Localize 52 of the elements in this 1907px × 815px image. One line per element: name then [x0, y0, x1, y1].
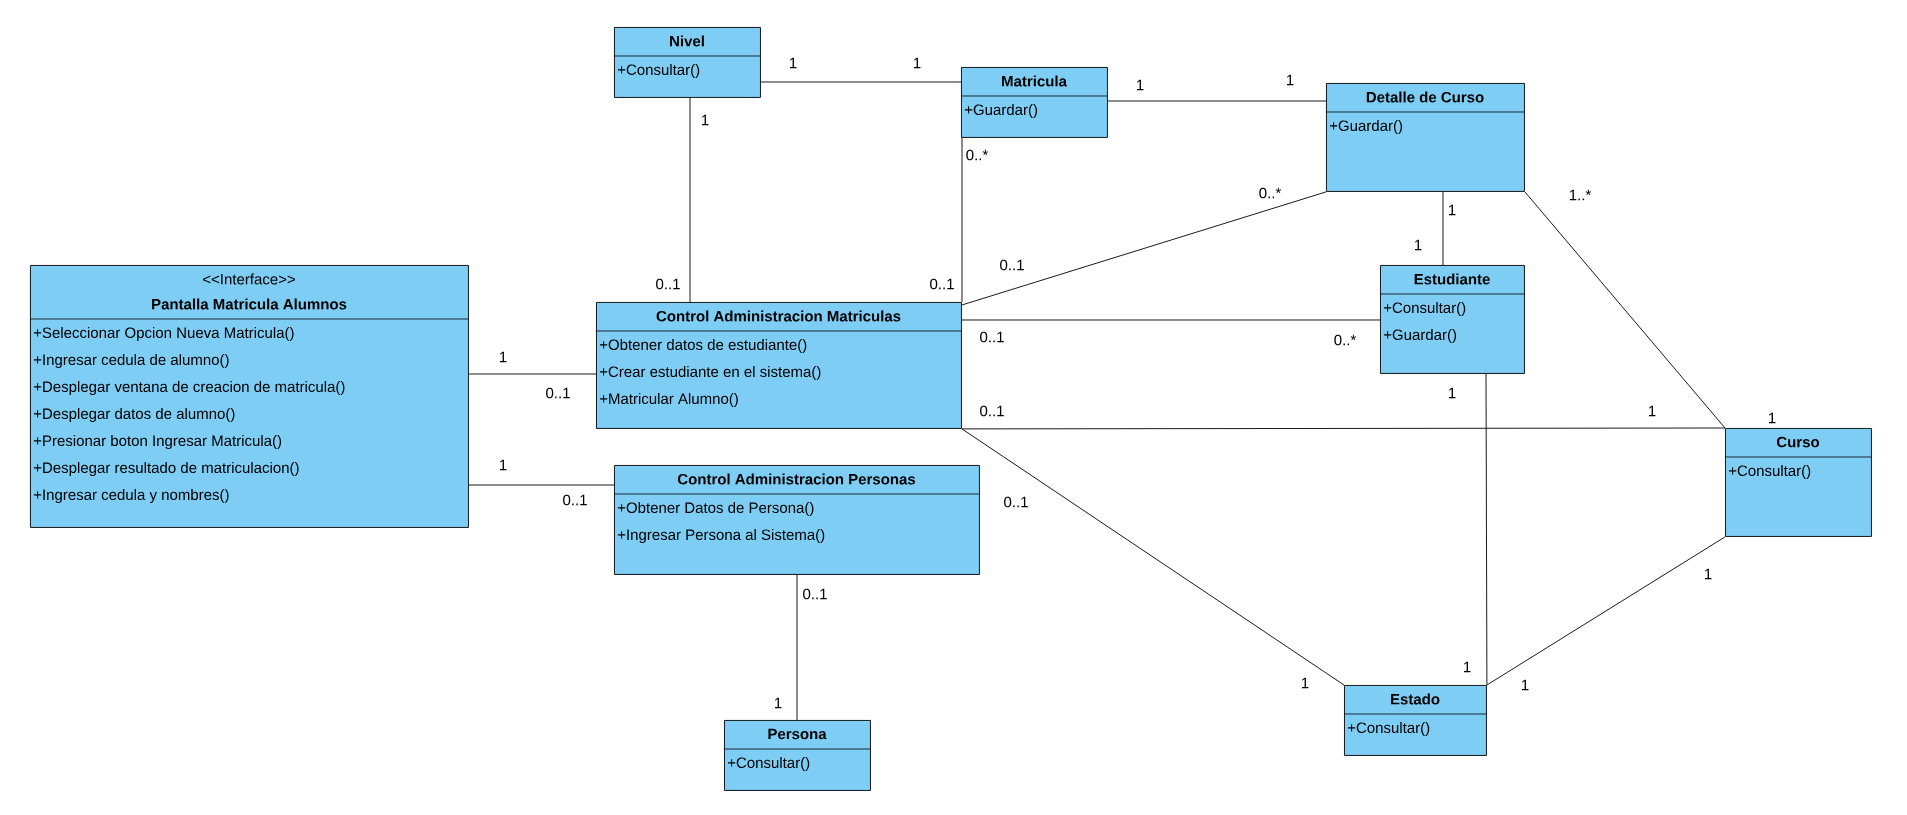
class-box: Matricula +Guardar() — [960, 67, 1108, 138]
class-box: Estado +Consultar() — [1343, 685, 1487, 756]
multiplicity: 1 — [1415, 239, 1422, 251]
association-line — [468, 373, 597, 375]
class-box: Persona +Consultar() — [723, 720, 871, 791]
association-line — [1524, 191, 1726, 429]
multiplicity: 0..* — [1334, 334, 1357, 346]
association-line — [961, 137, 963, 303]
association-line — [1486, 536, 1726, 686]
multiplicity: 0..1 — [563, 494, 587, 506]
association-line — [961, 319, 1381, 321]
association-line — [1485, 373, 1488, 686]
multiplicity: 1 — [1137, 79, 1144, 91]
multiplicity: 0..1 — [546, 387, 570, 399]
multiplicity: 1 — [914, 57, 921, 69]
association-line — [760, 81, 962, 83]
multiplicity: 1 — [1522, 679, 1529, 691]
association-line — [961, 428, 1345, 686]
class-box: Nivel +Consultar() — [613, 27, 761, 98]
multiplicity: 1 — [1287, 74, 1294, 86]
class-box: Curso +Consultar() — [1724, 428, 1872, 537]
multiplicity: 1 — [500, 351, 507, 363]
multiplicity: 1..* — [1569, 189, 1592, 201]
class-box: Control Administracion Matriculas +Obtener datos de estudiante() +Crear estudiante en el sistema() +Matricular Alumno() — [595, 302, 962, 429]
association-line — [796, 574, 798, 721]
association-line — [1442, 191, 1444, 266]
multiplicity: 0..1 — [1004, 496, 1028, 508]
multiplicity: 0..1 — [980, 405, 1004, 417]
multiplicity: 0..1 — [1000, 259, 1024, 271]
association-line — [1107, 100, 1327, 102]
multiplicity: 1 — [1705, 568, 1712, 580]
multiplicity: 0..* — [966, 149, 989, 161]
multiplicity: 1 — [1649, 405, 1656, 417]
multiplicity: 1 — [790, 57, 797, 69]
multiplicity: 1 — [1302, 677, 1309, 689]
multiplicity: 1 — [1449, 204, 1456, 216]
multiplicity: 1 — [702, 114, 709, 126]
class-box: Detalle de Curso +Guardar() — [1325, 83, 1525, 192]
multiplicity: 1 — [1449, 387, 1456, 399]
multiplicity: 0..* — [1259, 187, 1282, 199]
class-box: <<Interface>> Pantalla Matricula Alumnos +Seleccionar Opcion Nueva Matricula() +Ingresar cedula de alumno() +Desplegar ventana de creacion de matricula() +Desplegar datos de alumno() +Presionar boton Ingresar Matricula() +Desplegar resultado de matriculacion() +Ingresar cedula y nombres() — [29, 265, 469, 528]
multiplicity: 0..1 — [656, 278, 680, 290]
association-line — [468, 484, 615, 486]
association-line — [961, 191, 1327, 306]
multiplicity: 0..1 — [803, 588, 827, 600]
association-line — [689, 97, 691, 303]
multiplicity: 0..1 — [930, 278, 954, 290]
association-line — [961, 427, 1726, 430]
class-box: Control Administracion Personas +Obtener Datos de Persona() +Ingresar Persona al Sistema() — [613, 465, 980, 575]
multiplicity: 0..1 — [980, 331, 1004, 343]
class-box: Estudiante +Consultar() +Guardar() — [1379, 265, 1525, 374]
multiplicity: 1 — [500, 459, 507, 471]
